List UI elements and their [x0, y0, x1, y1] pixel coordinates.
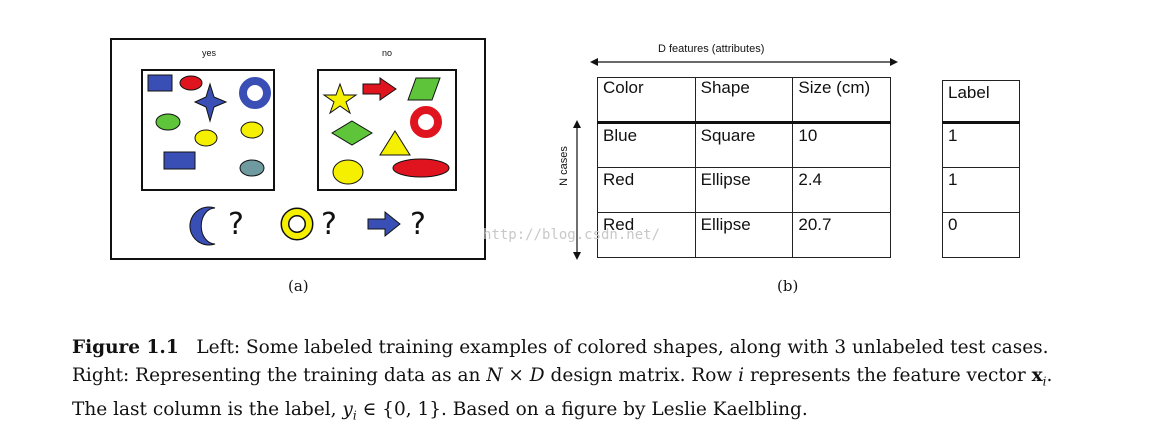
yellow-circle-shape	[332, 159, 364, 185]
features-arrow	[590, 58, 898, 66]
cell-color: Red	[597, 212, 696, 258]
label-cell: 1	[942, 122, 1020, 168]
caption-line-1: Left: Some labeled training examples of …	[196, 337, 1049, 358]
caption-text: . Based on a figure by Leslie Kaelbling.	[441, 398, 808, 420]
yes-label: yes	[202, 48, 217, 58]
yellow-star-shape	[322, 82, 358, 115]
red-ellipse-shape	[179, 75, 203, 91]
cell-shape: Ellipse	[694, 212, 794, 258]
blue-arrow-shape	[367, 210, 401, 238]
features-label: D features (attributes)	[658, 43, 765, 55]
green-parallelogram-shape	[407, 77, 441, 101]
red-ring-shape	[410, 106, 442, 138]
table-row: 1	[942, 167, 1020, 213]
label-column-table: Label 1 1 0	[942, 80, 1020, 258]
shapes-illustration	[147, 74, 450, 246]
blue-rectangle-shape	[163, 151, 196, 170]
question-mark-1: ?	[228, 207, 244, 242]
label-cell: 0	[942, 212, 1020, 258]
cases-label: N cases	[558, 146, 570, 186]
cell-color: Blue	[597, 122, 696, 168]
header-shape: Shape	[694, 77, 794, 124]
sub-label-a: (a)	[288, 277, 309, 295]
yellow-ellipse-shape	[240, 121, 264, 139]
yellow-ring-shape	[282, 209, 312, 239]
caption-text: represents the feature vector	[749, 365, 1026, 386]
caption-text: .	[1046, 365, 1053, 386]
header-color: Color	[597, 77, 696, 124]
watermark: http://blog.csdn.net/	[483, 227, 661, 243]
math-i: i	[738, 365, 745, 386]
cell-color: Red	[597, 167, 696, 213]
yellow-triangle-shape	[379, 130, 411, 156]
cell-size: 10	[792, 122, 891, 168]
table-header-row: Color Shape Size (cm)	[597, 77, 891, 124]
cell-shape: Ellipse	[694, 167, 794, 213]
red-arrow-shape	[362, 77, 397, 101]
cases-arrow	[573, 120, 581, 260]
table-row: 1	[942, 122, 1020, 168]
blue-ring-shape	[239, 77, 271, 109]
red-long-ellipse-shape	[392, 158, 450, 178]
question-mark-3: ?	[410, 207, 426, 242]
caption-text: design matrix. Row	[550, 365, 733, 386]
cell-size: 2.4	[792, 167, 891, 213]
table-row: Blue Square 10	[597, 122, 891, 168]
math-y: y	[342, 398, 353, 420]
label-cell: 1	[942, 167, 1020, 213]
green-diamond-shape	[331, 120, 373, 146]
figure-label: Figure 1.1	[72, 337, 179, 358]
table-row: 0	[942, 212, 1020, 258]
label-header: Label	[942, 80, 1020, 124]
no-label: no	[382, 48, 393, 58]
design-matrix-table: Color Shape Size (cm) Blue Square 10 Red…	[597, 77, 891, 258]
blue-square-shape	[147, 74, 173, 92]
math-subscript: i	[1042, 374, 1047, 389]
math-set: ∈ {0, 1}	[362, 398, 442, 420]
table-row: Red Ellipse 2.4	[597, 167, 891, 213]
math-n-by-d: N × D	[486, 365, 545, 386]
math-x-vector: x	[1031, 365, 1043, 386]
blue-star-shape	[193, 82, 228, 123]
question-mark-2: ?	[321, 207, 337, 242]
grey-ellipse-shape	[239, 159, 265, 177]
label-header-row: Label	[942, 80, 1020, 124]
sub-label-b: (b)	[777, 277, 799, 295]
panel-a	[110, 38, 486, 260]
blue-moon-shape	[189, 206, 216, 246]
math-subscript: i	[352, 408, 357, 423]
caption-text: The last column is the label,	[72, 398, 337, 420]
cell-shape: Square	[694, 122, 794, 168]
header-size: Size (cm)	[792, 77, 891, 124]
green-ellipse-shape	[155, 113, 181, 131]
caption-text: Right: Representing the training data as…	[72, 365, 481, 386]
cell-size: 20.7	[792, 212, 891, 258]
table-row: Red Ellipse 20.7	[597, 212, 891, 258]
figure-caption: Figure 1.1 Left: Some labeled training e…	[72, 334, 1082, 429]
yellow-ellipse-shape-2	[194, 129, 218, 147]
